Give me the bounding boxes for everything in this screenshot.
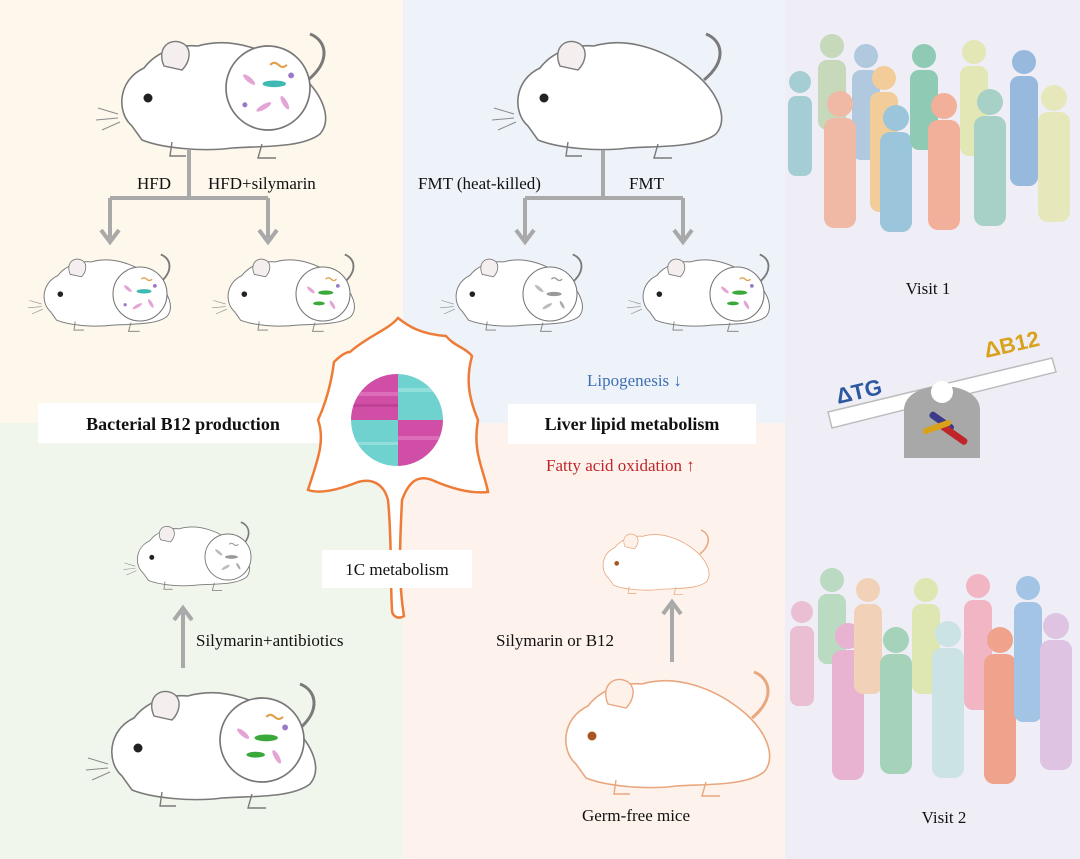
- box-one-c: [322, 550, 472, 588]
- label-lipogenesis: Lipogenesis ↓: [587, 371, 682, 390]
- label-germ-free: Germ-free mice: [582, 806, 690, 825]
- box-liver-lipid: [508, 404, 756, 444]
- label-bacterial-b12: Bacterial B12 production: [86, 414, 280, 434]
- panel-bottom-middle: [403, 423, 785, 859]
- label-silymarin-antibiotics: Silymarin+antibiotics: [196, 631, 343, 650]
- crowd-visit1: [788, 34, 1070, 232]
- label-visit2: Visit 2: [922, 808, 967, 827]
- microbe-circle-silymarin-source: [220, 698, 304, 782]
- box-bacterial-b12: [38, 403, 328, 443]
- label-fmt-heat-killed: FMT (heat-killed): [418, 174, 541, 193]
- branch-arrow-fmt: [514, 150, 694, 246]
- label-fatty-acid: Fatty acid oxidation ↑: [546, 456, 695, 475]
- label-one-c: 1C metabolism: [345, 560, 448, 579]
- label-silymarin-or-b12: Silymarin or B12: [496, 631, 614, 650]
- microbe-circle-hfd-source: [226, 46, 310, 130]
- branch-arrow-hfd: [99, 150, 279, 246]
- arrow-antibiotics: [172, 604, 194, 668]
- label-hfd: HFD: [137, 174, 171, 193]
- label-visit1: Visit 1: [906, 279, 951, 298]
- microbe-circle-hfd: [113, 267, 167, 321]
- crowd-visit2: [790, 568, 1072, 784]
- microbe-circle-fmt-heat-killed: [523, 267, 577, 321]
- microbe-circle-antibiotics: [205, 534, 251, 580]
- label-hfd-silymarin: HFD+silymarin: [208, 174, 316, 193]
- blood-tube-icon: [922, 411, 968, 445]
- label-liver-lipid: Liver lipid metabolism: [545, 414, 720, 434]
- microbe-circle-hfd-silymarin: [296, 267, 350, 321]
- seesaw: ΔTG ΔB12: [827, 326, 1057, 458]
- label-fmt: FMT: [629, 174, 665, 193]
- arrow-germfree: [661, 598, 683, 662]
- microbe-circle-fmt: [710, 267, 764, 321]
